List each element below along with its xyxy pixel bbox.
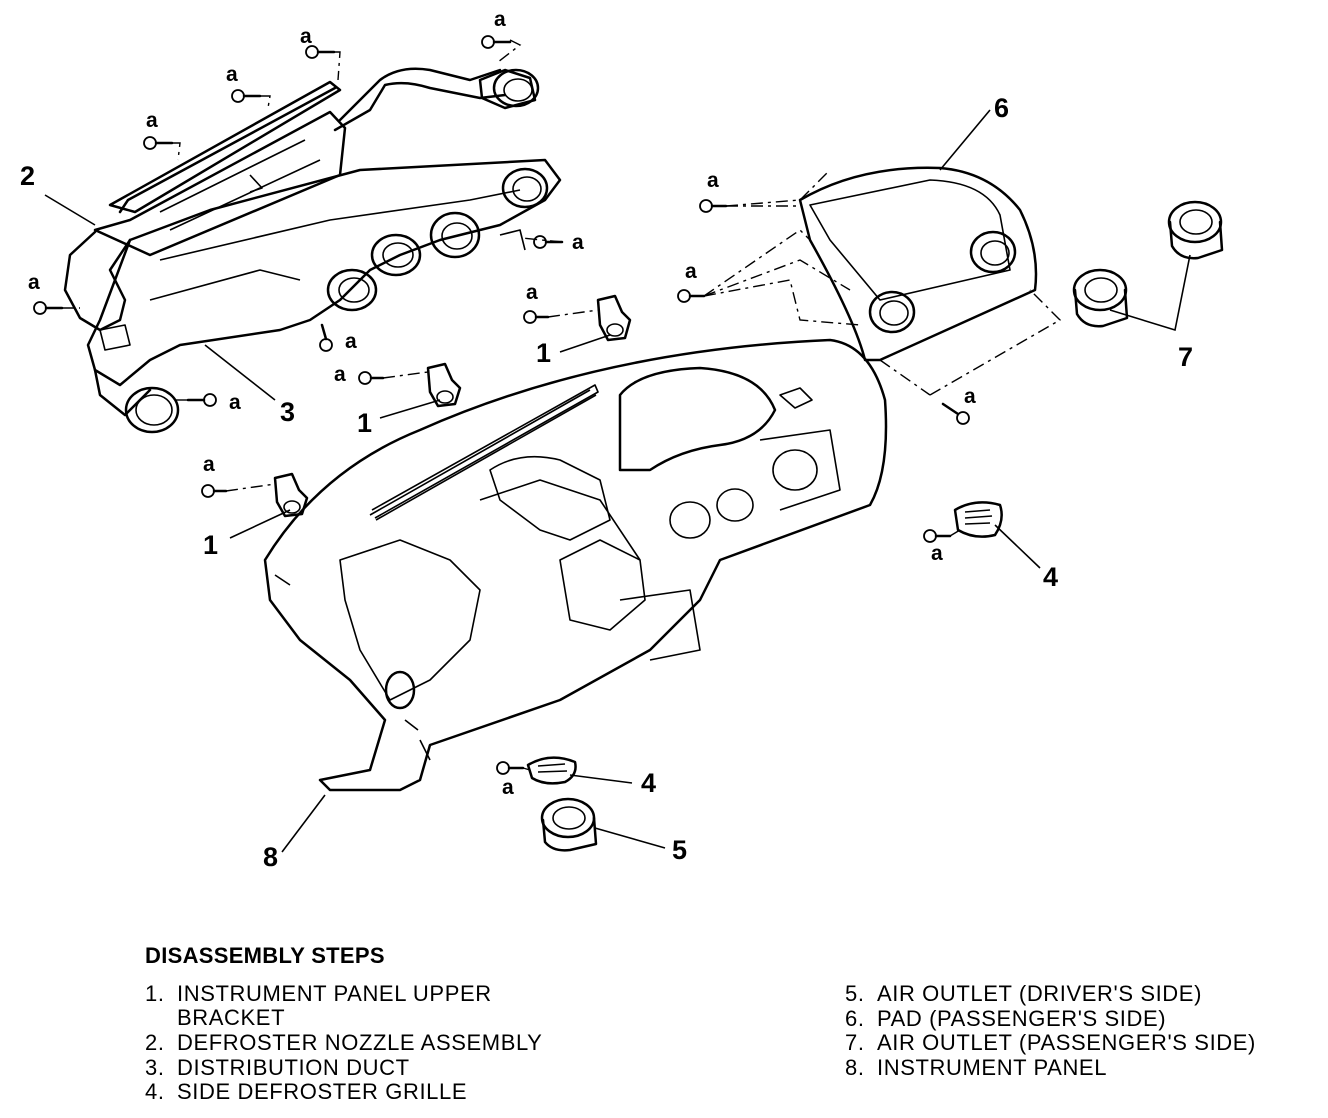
callout-5: 5 <box>672 835 687 865</box>
instrument-panel <box>263 338 888 792</box>
callout-7: 7 <box>1178 342 1193 372</box>
fastener-label: a <box>685 260 697 283</box>
fastener-label: a <box>345 330 357 353</box>
callout-4-right: 4 <box>1043 562 1058 592</box>
screws <box>33 35 970 775</box>
air-outlet-driver <box>540 797 598 852</box>
fastener-label: a <box>203 453 215 476</box>
fastener-label: a <box>502 776 514 799</box>
fastener-label: a <box>526 281 538 304</box>
fastener-label: a <box>226 63 238 86</box>
defroster-nozzle-assembly <box>63 67 540 332</box>
callout-1-left: 1 <box>203 530 218 560</box>
fastener-label: a <box>707 169 719 192</box>
callout-8: 8 <box>263 842 278 872</box>
air-outlet-passenger-lower <box>1072 268 1129 328</box>
callout-numbers: 2 3 6 7 1 1 1 4 4 5 8 <box>20 93 1193 872</box>
upper-bracket-middle <box>426 362 462 408</box>
fastener-label: a <box>334 363 346 386</box>
callout-6: 6 <box>994 93 1009 123</box>
callout-4-left: 4 <box>641 768 656 798</box>
fastener-dashed-lines <box>62 39 1062 771</box>
passenger-side-pad <box>798 166 1038 362</box>
callout-1-top: 1 <box>536 338 551 368</box>
fastener-label: a <box>964 385 976 408</box>
fastener-label: a <box>931 542 943 565</box>
callout-1-middle: 1 <box>357 408 372 438</box>
fastener-label: a <box>146 109 158 132</box>
leader-lines <box>44 109 1191 853</box>
callout-3: 3 <box>280 397 295 427</box>
side-defroster-grille-left <box>526 756 577 785</box>
fastener-label: a <box>28 271 40 294</box>
fastener-label: a <box>229 391 241 414</box>
fastener-label: a <box>494 8 506 31</box>
air-outlet-passenger-upper <box>1167 200 1224 260</box>
fastener-label: a <box>572 231 584 254</box>
fastener-label: a <box>300 25 312 48</box>
callout-2: 2 <box>20 161 35 191</box>
side-defroster-grille-right <box>953 501 1003 538</box>
upper-bracket-left <box>273 472 309 518</box>
upper-bracket-top <box>596 294 632 342</box>
fastener-labels: a a a a a a a a a a a a a a a a <box>28 8 976 799</box>
distribution-duct <box>86 158 562 434</box>
